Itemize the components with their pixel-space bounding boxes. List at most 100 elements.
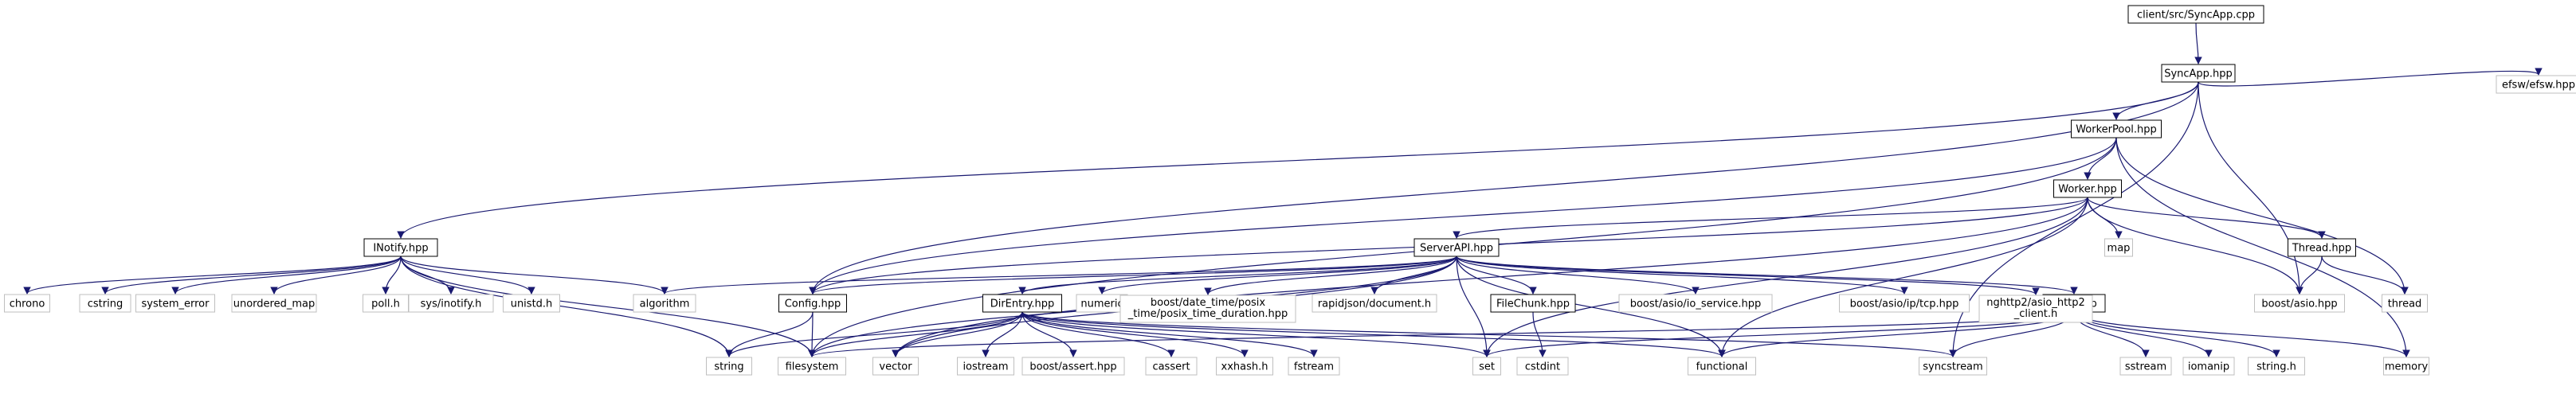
node-iomanip: iomanip — [2182, 357, 2235, 376]
node-worker[interactable]: Worker.hpp — [2053, 179, 2122, 198]
node-box-unistd — [503, 294, 560, 313]
node-box-cstdint — [1516, 357, 1569, 376]
node-label-rapidjson: rapidjson/document.h — [1318, 298, 1431, 310]
node-sstream: sstream — [2119, 357, 2172, 376]
edge-worker-to-serverapi — [1453, 197, 2088, 239]
node-label-posix: boost/date_time/posix — [1151, 297, 1266, 309]
edge-inotify-to-unistd — [400, 256, 535, 295]
node-posix: boost/date_time/posix_time/posix_time_du… — [1119, 295, 1296, 323]
edge-worker-to-boostasio — [2087, 197, 2304, 295]
node-label-ioservice: boost/asio/io_service.hpp — [1630, 298, 1762, 310]
node-string: string — [706, 357, 752, 376]
node-label-efsw: efsw/efsw.hpp — [2502, 80, 2575, 92]
node-box-filesystem — [778, 357, 846, 376]
node-config[interactable]: Config.hpp — [778, 294, 847, 313]
node-label-iomanip: iomanip — [2188, 361, 2229, 373]
node-label-iptcp: boost/asio/ip/tcp.hpp — [1850, 298, 1959, 310]
node-label-worker: Worker.hpp — [2058, 184, 2116, 196]
edge-serverapi-to-set — [1456, 256, 1491, 357]
node-box-serverapi — [1413, 238, 1500, 257]
edge-utils-to-iomanip — [2073, 311, 2213, 357]
node-cstdint: cstdint — [1516, 357, 1569, 376]
node-serverapi[interactable]: ServerAPI.hpp — [1413, 238, 1500, 257]
node-unistd: unistd.h — [503, 294, 560, 313]
node-box-ioservice — [1618, 294, 1773, 313]
node-box-posix — [1119, 295, 1296, 323]
edge-inotify-to-unordered_map — [270, 256, 402, 295]
edge-serverapi-to-numeric — [1098, 256, 1457, 295]
edge-worker-to-vector — [892, 197, 2088, 357]
node-label-workerpool: WorkerPool.hpp — [2076, 124, 2157, 136]
node-label-set: set — [1479, 361, 1495, 373]
edge-inotify-to-algorithm — [400, 256, 669, 295]
node-functional: functional — [1688, 357, 1756, 376]
edge-workerpool-to-memory — [2115, 137, 2410, 357]
node-box-boostasio — [2254, 294, 2345, 313]
node-box-inotify — [363, 238, 438, 257]
edge-syncapp-to-workerpool — [2112, 81, 2199, 120]
node-syncapp[interactable]: SyncApp.hpp — [2161, 64, 2236, 83]
edge-config-to-string — [725, 311, 814, 357]
node-box-thread_sys — [2382, 294, 2428, 313]
node-label-chrono: chrono — [10, 298, 45, 310]
edge-direntry-to-set — [1021, 311, 1491, 357]
node-sysinotify: sys/inotify.h — [408, 294, 494, 313]
node-inotify[interactable]: INotify.hpp — [363, 238, 438, 257]
node-thread_sys: thread — [2382, 294, 2428, 313]
node-root[interactable]: client/src/SyncApp.cpp — [2127, 5, 2264, 24]
node-label-syncstream: syncstream — [1923, 361, 1982, 373]
edge-inotify-to-cstring — [101, 256, 402, 295]
edge-inotify-to-chrono — [23, 256, 402, 295]
node-label-boostassert: boost/assert.hpp — [1029, 361, 1116, 373]
edge-inotify-to-system_error — [171, 256, 402, 295]
edge-thread_hpp-to-boostasio — [2296, 256, 2323, 295]
node-map: map — [2104, 238, 2133, 257]
node-box-thread_hpp — [2288, 238, 2356, 257]
edge-config-to-filesystem — [808, 311, 816, 357]
node-chrono: chrono — [4, 294, 50, 313]
node-iptcp: boost/asio/ip/tcp.hpp — [1839, 294, 1970, 313]
node-label-nghttp2: nghttp2/asio_http2 — [1986, 297, 2085, 309]
node-direntry[interactable]: DirEntry.hpp — [982, 294, 1062, 313]
node-box-syncapp — [2161, 64, 2236, 83]
node-label-filesystem: filesystem — [786, 361, 839, 373]
node-box-system_error — [135, 294, 215, 313]
node-box-vector — [872, 357, 919, 376]
node-label-serverapi: ServerAPI.hpp — [1420, 243, 1493, 255]
edge-worker-to-functional — [1718, 197, 2088, 357]
node-box-config — [778, 294, 847, 313]
node-box-chrono — [4, 294, 50, 313]
node-label-posix: _time/posix_time_duration.hpp — [1127, 308, 1288, 320]
node-box-filechunk — [1490, 294, 1576, 313]
node-workerpool[interactable]: WorkerPool.hpp — [2071, 119, 2162, 139]
node-cassert: cassert — [1145, 357, 1198, 376]
node-label-numeric: numeric — [1080, 298, 1123, 310]
node-boostassert: boost/assert.hpp — [1021, 357, 1125, 376]
node-efsw: efsw/efsw.hpp — [2496, 75, 2576, 94]
node-box-iostream — [957, 357, 1014, 376]
node-label-functional: functional — [1696, 361, 1748, 373]
edge-direntry-to-string — [725, 311, 1023, 357]
node-box-stringh — [2248, 357, 2305, 376]
node-poll: poll.h — [363, 294, 409, 313]
node-system_error: system_error — [135, 294, 215, 313]
node-box-boostassert — [1021, 357, 1125, 376]
node-label-nghttp2: _client.h — [2013, 308, 2058, 320]
node-cstring: cstring — [79, 294, 131, 313]
edge-utils-to-memory — [2073, 311, 2410, 357]
node-syncstream: syncstream — [1919, 357, 1987, 376]
edge-root-to-syncapp — [2194, 22, 2202, 64]
node-thread_hpp[interactable]: Thread.hpp — [2288, 238, 2356, 257]
node-stringh: string.h — [2248, 357, 2305, 376]
node-box-string — [706, 357, 752, 376]
node-label-xxhash: xxhash.h — [1221, 361, 1268, 373]
node-label-fstream: fstream — [1294, 361, 1334, 373]
node-ioservice: boost/asio/io_service.hpp — [1618, 294, 1773, 313]
node-label-system_error: system_error — [142, 298, 210, 310]
node-filechunk[interactable]: FileChunk.hpp — [1490, 294, 1576, 313]
node-box-map — [2104, 238, 2133, 257]
node-xxhash: xxhash.h — [1216, 357, 1273, 376]
node-box-memory — [2383, 357, 2429, 376]
